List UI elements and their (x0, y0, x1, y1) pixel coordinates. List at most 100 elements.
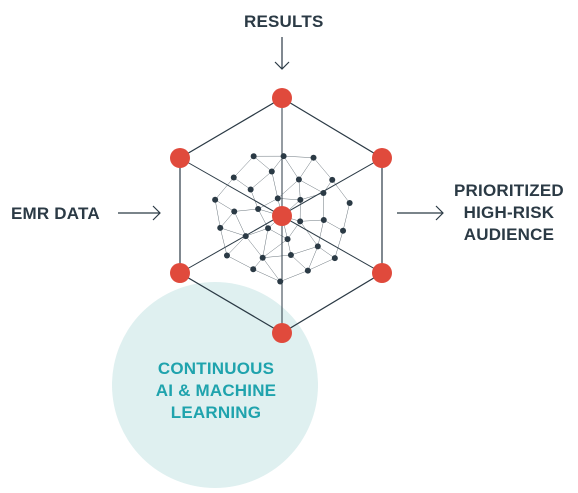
mesh-link (300, 192, 324, 201)
mesh-link (253, 269, 281, 282)
mesh-node (212, 196, 219, 203)
mesh-node (265, 225, 272, 232)
results-label: RESULTS (244, 12, 324, 31)
emr-data-label: EMR DATA (11, 204, 100, 223)
mesh-link (277, 198, 301, 201)
emr-arrow (118, 205, 161, 221)
mesh-link (220, 227, 246, 237)
mesh-link (257, 198, 278, 210)
network-mesh-lines (214, 155, 350, 282)
mesh-link (290, 254, 309, 271)
mesh-link (271, 171, 279, 199)
mesh-node (284, 236, 291, 243)
mesh-link (317, 246, 335, 259)
mesh-link (245, 228, 269, 237)
mesh-node (297, 218, 304, 225)
prioritized-line-3: AUDIENCE (463, 225, 555, 244)
mesh-link (262, 228, 269, 258)
mesh-node (295, 176, 302, 183)
mesh-node (304, 267, 311, 274)
mesh-link (226, 255, 254, 270)
mesh-node (331, 255, 338, 262)
prioritized-audience-label: PRIORITIZED HIGH-RISK AUDIENCE (454, 180, 564, 246)
mesh-link (283, 155, 314, 158)
mesh-link (257, 208, 269, 229)
mesh-link (262, 257, 281, 282)
mesh-node (280, 153, 287, 160)
learning-line-2: AI & MACHINE (155, 381, 277, 400)
results-arrow (274, 37, 290, 70)
continuous-learning-label: CONTINUOUS AI & MACHINE LEARNING (130, 358, 302, 424)
mesh-link (214, 199, 221, 228)
mesh-node (314, 243, 321, 250)
mesh-node (255, 205, 262, 212)
mesh-link (253, 156, 272, 172)
node-upper-right (372, 148, 392, 168)
mesh-node (268, 168, 275, 175)
mesh-node (340, 227, 347, 234)
mesh-link (215, 199, 235, 212)
mesh-node (320, 190, 327, 197)
mesh-link (323, 219, 344, 232)
mesh-node (223, 252, 230, 259)
network-mesh-nodes (212, 153, 353, 285)
mesh-node (274, 195, 281, 202)
mesh-node (259, 254, 266, 261)
mesh-node (250, 153, 257, 160)
mesh-link (262, 254, 291, 258)
mesh-node (230, 174, 237, 181)
prioritized-line-1: PRIORITIZED (454, 181, 564, 200)
mesh-link (298, 179, 324, 194)
node-lower-left (170, 263, 190, 283)
mesh-link (290, 246, 318, 256)
mesh-link (267, 228, 288, 240)
node-upper-left (170, 148, 190, 168)
mesh-link (280, 270, 308, 282)
mesh-node (320, 216, 327, 223)
mesh-node (250, 266, 257, 273)
mesh-link (298, 179, 301, 200)
mesh-node (247, 186, 254, 193)
learning-circle (112, 282, 318, 488)
mesh-link (226, 235, 246, 256)
mesh-link (307, 246, 319, 271)
mesh-link (298, 157, 314, 180)
mesh-link (234, 208, 259, 212)
output-arrow (397, 205, 444, 221)
mesh-link (219, 227, 228, 256)
mesh-link (332, 179, 350, 204)
mesh-node (329, 176, 336, 183)
mesh-link (299, 221, 319, 247)
node-top (272, 88, 292, 108)
mesh-node (310, 154, 317, 161)
hexagon-nodes (170, 88, 392, 343)
mesh-link (234, 211, 246, 237)
mesh-link (233, 156, 254, 178)
mesh-link (307, 257, 335, 271)
mesh-link (342, 202, 350, 231)
mesh-link (283, 156, 300, 180)
mesh-node (242, 233, 249, 240)
mesh-link (250, 189, 259, 210)
mesh-link (313, 157, 333, 181)
node-center (272, 206, 292, 226)
mesh-link (245, 235, 263, 258)
mesh-link (277, 179, 300, 199)
mesh-link (262, 238, 288, 258)
mesh-node (297, 196, 304, 203)
mesh-link (214, 177, 234, 200)
prioritized-line-2: HIGH-RISK (463, 203, 555, 222)
mesh-node (217, 224, 224, 231)
mesh-link (334, 230, 344, 259)
mesh-link (233, 177, 251, 190)
mesh-link (300, 219, 324, 222)
mesh-link (250, 171, 272, 190)
mesh-link (317, 219, 325, 247)
mesh-node (346, 200, 353, 207)
learning-line-3: LEARNING (170, 403, 262, 422)
mesh-link (220, 211, 235, 228)
mesh-node (277, 278, 284, 285)
node-bottom (272, 323, 292, 343)
mesh-node (231, 208, 238, 215)
